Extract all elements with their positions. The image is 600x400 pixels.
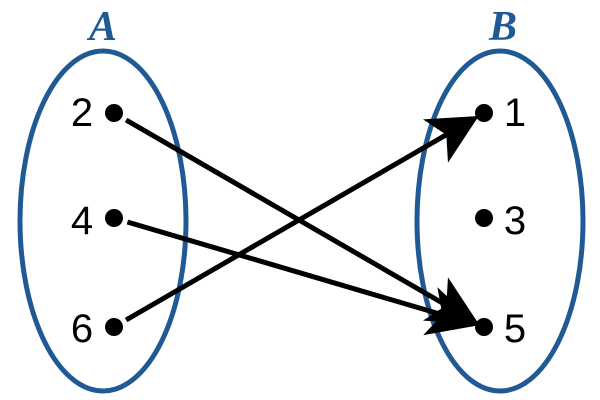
element-label: 3 bbox=[504, 199, 526, 243]
element-point bbox=[105, 104, 123, 122]
set-b-label: B bbox=[488, 4, 517, 50]
element-label: 1 bbox=[504, 91, 526, 135]
mapping-arrows bbox=[124, 115, 479, 336]
element-point bbox=[105, 318, 123, 336]
set-a-element-6: 6 bbox=[71, 307, 123, 351]
set-b-element-3: 3 bbox=[475, 199, 526, 243]
element-label: 5 bbox=[504, 307, 526, 351]
element-point bbox=[475, 209, 493, 227]
set-a-ellipse bbox=[17, 48, 189, 394]
element-point bbox=[475, 318, 493, 336]
set-b-ellipse bbox=[414, 48, 586, 394]
set-a-element-2: 2 bbox=[71, 91, 123, 135]
element-point bbox=[475, 104, 493, 122]
element-label: 6 bbox=[71, 307, 93, 351]
element-label: 2 bbox=[71, 91, 93, 135]
set-a-label: A bbox=[86, 4, 117, 50]
arrow-6-to-1 bbox=[124, 115, 479, 323]
element-point bbox=[105, 209, 123, 227]
arrow-4-to-5 bbox=[126, 219, 479, 336]
element-label: 4 bbox=[71, 199, 93, 243]
set-b-element-5: 5 bbox=[475, 307, 526, 351]
set-a-element-4: 4 bbox=[71, 199, 123, 243]
set-b-element-1: 1 bbox=[475, 91, 526, 135]
